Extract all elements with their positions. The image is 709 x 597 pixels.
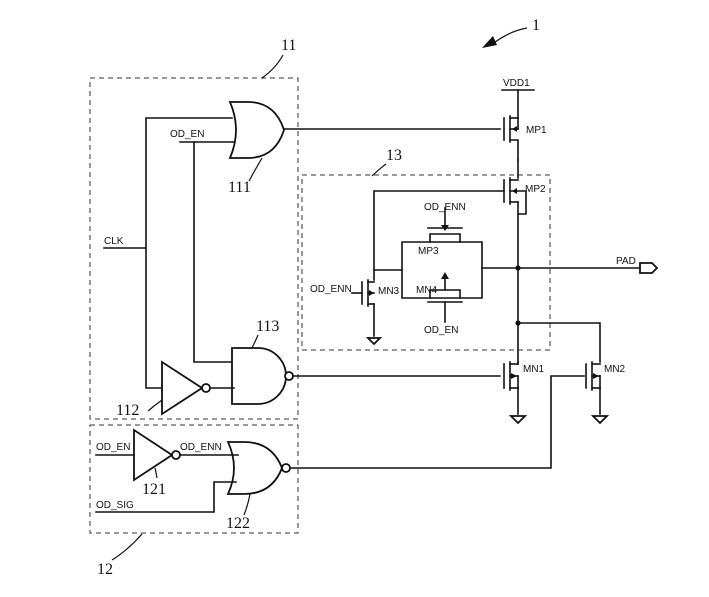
figure-pointer-line bbox=[494, 27, 528, 43]
mn2-label: MN2 bbox=[604, 364, 626, 375]
od-enn-mn3-label: OD_ENN bbox=[310, 284, 352, 295]
gate-113-bubble bbox=[284, 371, 294, 381]
block-12-label: 12 bbox=[97, 561, 113, 578]
mn3-label: MN3 bbox=[378, 286, 400, 297]
gate-122-leader bbox=[243, 493, 251, 516]
transmission-gate-frame bbox=[401, 241, 483, 299]
inverter-121 bbox=[133, 428, 174, 482]
od-enn-out-label: OD_ENN bbox=[180, 442, 222, 453]
mn3-ground-icon bbox=[365, 337, 383, 346]
block-11-outline bbox=[89, 77, 299, 420]
block-12-outline bbox=[89, 424, 299, 534]
gate-111-leader bbox=[248, 157, 263, 182]
transistor-mn3 bbox=[361, 279, 375, 307]
block-13-label: 13 bbox=[386, 147, 402, 164]
inverter-112 bbox=[161, 360, 204, 416]
mp2-label: MP2 bbox=[525, 184, 546, 195]
transistor-mn4 bbox=[427, 272, 463, 323]
mn4-label: MN4 bbox=[416, 285, 438, 296]
inverter-121-bubble bbox=[171, 450, 181, 460]
block-11-leader bbox=[261, 54, 284, 79]
gate122-to-mn2-wire bbox=[289, 375, 585, 469]
or-gate-122 bbox=[226, 441, 283, 495]
od-en-wire-top bbox=[179, 141, 233, 363]
gate-111-label: 111 bbox=[228, 179, 251, 196]
inverter-112-bubble bbox=[201, 383, 211, 393]
od-enn-mp3-label: OD_ENN bbox=[424, 202, 466, 213]
gate-112-leader bbox=[147, 399, 163, 412]
transistor-mp1 bbox=[503, 115, 519, 161]
od-sig-label: OD_SIG bbox=[96, 500, 134, 511]
figure-pointer-arrowhead bbox=[482, 36, 497, 48]
mn2-ground-icon bbox=[590, 415, 610, 425]
pad-label: PAD bbox=[616, 256, 636, 267]
mp1-label: MP1 bbox=[526, 125, 547, 136]
gate-113-label: 113 bbox=[256, 318, 279, 335]
and-gate-113 bbox=[231, 347, 287, 405]
transistor-mn2 bbox=[585, 361, 601, 391]
gate-113-leader bbox=[251, 334, 259, 349]
gate-112-label: 112 bbox=[116, 402, 139, 419]
od-sig-wire bbox=[95, 481, 237, 513]
block-13-outline bbox=[301, 174, 551, 351]
mn1-ground-icon bbox=[508, 415, 528, 425]
od-en-in-label: OD_EN bbox=[96, 442, 130, 453]
gate-121-label: 121 bbox=[142, 481, 166, 498]
pad-terminal bbox=[639, 262, 659, 274]
figure-number: 1 bbox=[532, 17, 540, 34]
vdd-label: VDD1 bbox=[503, 78, 530, 89]
gate-122-bubble bbox=[281, 463, 291, 473]
block-11-label: 11 bbox=[281, 37, 296, 54]
transistor-mp3 bbox=[427, 207, 463, 243]
od-en-mn4-label: OD_EN bbox=[424, 325, 458, 336]
od-en-top-label: OD_EN bbox=[170, 129, 204, 140]
gate-121-leader bbox=[154, 467, 158, 479]
mn2-junction bbox=[515, 320, 521, 326]
or-gate-111 bbox=[228, 101, 285, 159]
pad-to-mn2-wire bbox=[517, 322, 601, 363]
mn1-label: MN1 bbox=[523, 364, 545, 375]
block-12-leader bbox=[111, 533, 143, 561]
gate-122-label: 122 bbox=[226, 515, 250, 532]
clk-label: CLK bbox=[104, 236, 124, 247]
clk-wire bbox=[145, 117, 233, 389]
transistor-mp2 bbox=[503, 177, 527, 215]
mp2-gate-wire bbox=[373, 190, 505, 281]
mp3-label: MP3 bbox=[418, 246, 439, 257]
transistor-mn1 bbox=[503, 361, 519, 391]
block-13-leader bbox=[371, 163, 387, 177]
